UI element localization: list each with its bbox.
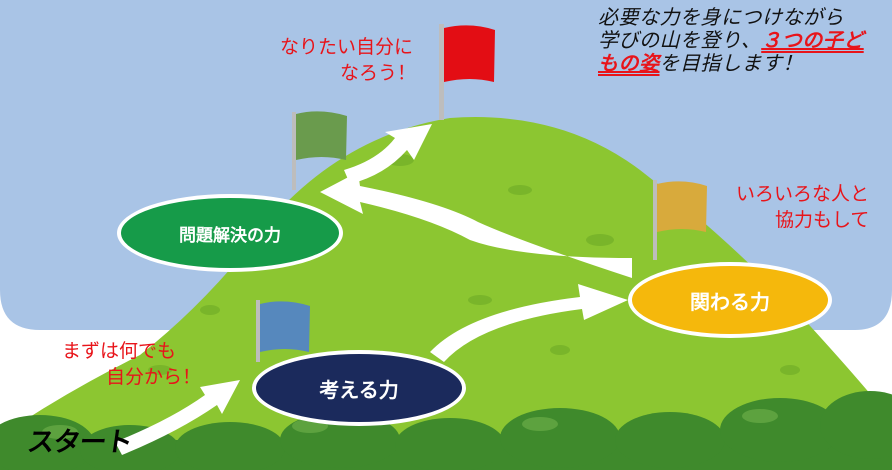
stage-solve-oval: 問題解決の力: [117, 194, 343, 272]
gold-flag-icon: [653, 180, 707, 260]
arrow-relate-to-solve: [320, 172, 632, 278]
intro-line-1: 必要な力を身につけながら: [598, 5, 844, 29]
intro-line-3-text: を目指します！: [659, 51, 803, 76]
arrow-start-to-think: [115, 380, 240, 455]
red-flag-icon: [439, 24, 495, 120]
arrow-solve-to-goal: [344, 124, 432, 184]
blue-flag-icon: [256, 300, 310, 362]
intro-line-3: もの姿を目指します！: [598, 52, 864, 75]
goal-caption-line-1: なりたい自分に: [280, 36, 414, 58]
start-label: スタート: [25, 427, 134, 458]
intro-highlight-1: ３つの子ど: [761, 28, 864, 53]
stage-relate-label: 関わる力: [690, 289, 770, 314]
self-caption-line-2: 自分から！: [106, 366, 202, 388]
intro-text: 必要な力を身につけながら 学びの山を登り、３つの子ど もの姿を目指します！: [598, 5, 864, 76]
stage-think-oval: 考える力: [252, 350, 466, 426]
stage-think-label: 考える力: [319, 377, 399, 402]
intro-line-2: 学びの山を登り、３つの子ど: [598, 29, 864, 52]
people-caption-line-2: 協力もして: [775, 209, 870, 231]
intro-line-2-text: 学びの山を登り、: [598, 28, 762, 53]
goal-caption-line-2: なろう！: [340, 62, 417, 84]
people-caption-line-1: いろいろな人と: [736, 183, 870, 205]
intro-highlight-2: もの姿: [598, 51, 660, 76]
path-arrows: [115, 124, 632, 455]
stage-solve-label: 問題解決の力: [179, 225, 281, 246]
self-caption-line-1: まずは何でも: [62, 340, 177, 362]
stage-relate-oval: 関わる力: [628, 262, 832, 338]
arrow-think-to-relate: [430, 284, 628, 362]
green-flag-icon: [292, 111, 347, 190]
